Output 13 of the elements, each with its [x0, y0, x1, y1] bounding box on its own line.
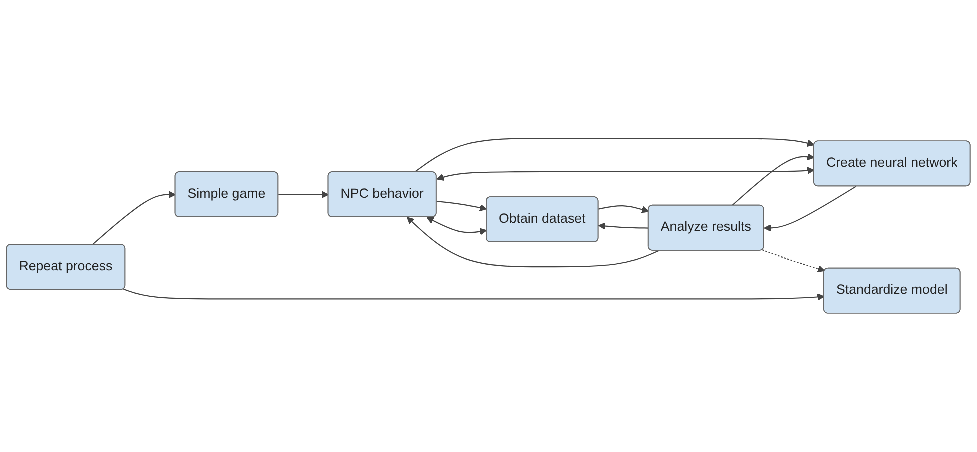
- arrow: [436, 167, 815, 181]
- arrow: [426, 217, 488, 236]
- arrow: [762, 250, 826, 273]
- arrow: [732, 153, 815, 206]
- arrow: [414, 138, 815, 173]
- arrow: [764, 186, 857, 232]
- arrow: [436, 200, 488, 212]
- arrow: [598, 206, 650, 214]
- arrow: [406, 217, 660, 268]
- arrow: [598, 222, 649, 230]
- arrow: [92, 191, 176, 246]
- arrow: [124, 288, 825, 301]
- arrow: [278, 191, 329, 198]
